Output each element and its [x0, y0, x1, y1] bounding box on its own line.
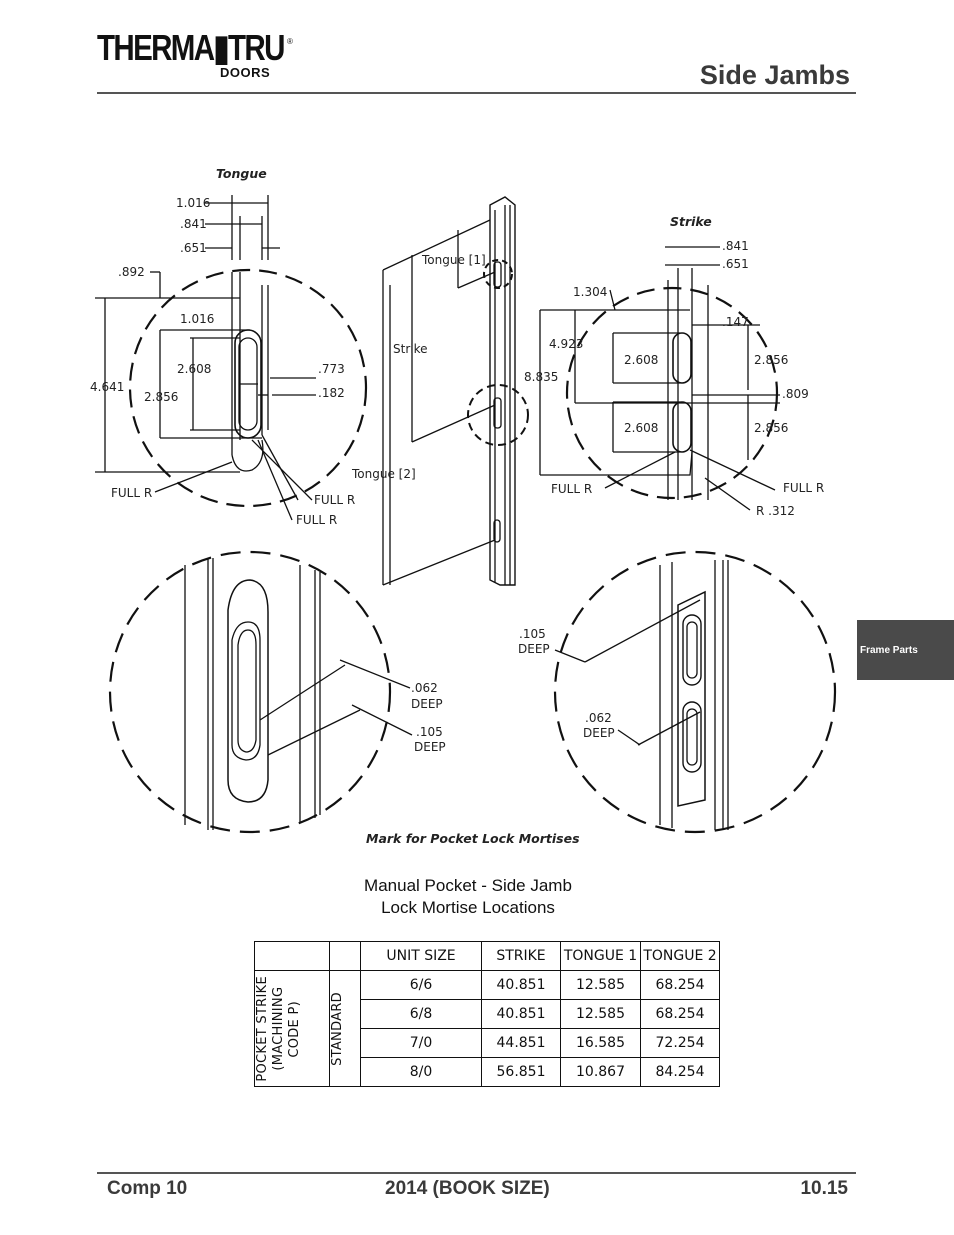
table-caption-line2: Lock Mortise Locations: [381, 898, 555, 917]
tongue-detail-circle: [128, 268, 368, 508]
subgroup-label: STANDARD: [330, 991, 345, 1066]
svg-text:4.641: 4.641: [90, 380, 124, 394]
strike-slot-upper: [672, 332, 692, 384]
svg-text:DEEP: DEEP: [411, 697, 443, 711]
svg-text:FULL R: FULL R: [314, 493, 355, 507]
svg-text:8.835: 8.835: [524, 370, 558, 384]
svg-text:DEEP: DEEP: [518, 642, 550, 656]
tongue1-cell: 16.585: [560, 1028, 641, 1058]
svg-text:.062: .062: [411, 681, 438, 695]
strike-label: Strike: [670, 214, 712, 229]
side-jamb-drawing: Tongue Strike Mark for Pocket Lock Morti…: [90, 166, 837, 846]
svg-text:R .312: R .312: [756, 504, 795, 518]
unit-size-cell: 6/6: [360, 970, 482, 1000]
mortise-caption: Mark for Pocket Lock Mortises: [366, 831, 580, 846]
svg-text:1.016: 1.016: [176, 196, 210, 210]
strike-dimensions: .841 .651 1.304 .147 4.923 8.835 2.608 2…: [524, 239, 824, 518]
footer-center: 2014 (BOOK SIZE): [385, 1178, 550, 1199]
svg-text:2.608: 2.608: [177, 362, 211, 376]
subgroup-label-cell: STANDARD: [329, 970, 361, 1087]
svg-text:.809: .809: [782, 387, 809, 401]
brand-logo: THERMA▮TRU: [97, 27, 285, 68]
mortise-locations-table: UNIT SIZE STRIKE TONGUE 1 TONGUE 2 POCKE…: [254, 941, 720, 1087]
svg-text:2.856: 2.856: [754, 421, 788, 435]
header-cell: TONGUE 2: [640, 941, 720, 971]
header-cell: TONGUE 1: [560, 941, 641, 971]
svg-text:4.923: 4.923: [549, 337, 583, 351]
svg-text:FULL R: FULL R: [111, 486, 152, 500]
unit-size-cell: 7/0: [360, 1028, 482, 1058]
group-label-cell: POCKET STRIKE (MACHINING CODE P): [254, 970, 330, 1087]
svg-text:.651: .651: [722, 257, 749, 271]
tongue-label: Tongue: [216, 166, 267, 181]
page-title: Side Jambs: [699, 60, 850, 90]
svg-text:.651: .651: [180, 241, 207, 255]
tongue1-cell: 12.585: [560, 970, 641, 1000]
svg-text:Strike: Strike: [393, 342, 428, 356]
svg-text:.773: .773: [318, 362, 345, 376]
strike-detail-circle: [565, 286, 779, 500]
tongue-dimensions: 1.016 .841 .651 .892 1.016 4.641 2.608 2…: [90, 196, 355, 527]
unit-size-cell: 8/0: [360, 1057, 482, 1087]
svg-text:.105: .105: [519, 627, 546, 641]
registered-mark: ®: [287, 37, 293, 46]
strike-cell: 56.851: [481, 1057, 561, 1087]
table-row: 7/0 44.851 16.585 72.254: [255, 1028, 720, 1058]
svg-text:Tongue [2]: Tongue [2]: [351, 467, 416, 481]
svg-text:1.304: 1.304: [573, 285, 607, 299]
svg-text:.892: .892: [118, 265, 145, 279]
tongue2-cell: 68.254: [640, 970, 720, 1000]
footer-divider: [97, 1172, 856, 1174]
header-cell: UNIT SIZE: [360, 941, 482, 971]
table-caption-line1: Manual Pocket - Side Jamb: [364, 876, 572, 895]
jamb-dimensions: Tongue [1] Strike Tongue [2]: [351, 253, 486, 481]
svg-text:.062: .062: [585, 711, 612, 725]
side-jamb-profile: [489, 196, 516, 586]
svg-text:Tongue [1]: Tongue [1]: [421, 253, 486, 267]
footer-left: Comp 10: [107, 1178, 188, 1199]
strike-cell: 40.851: [481, 999, 561, 1029]
svg-text:DEEP: DEEP: [414, 740, 446, 754]
svg-text:2.856: 2.856: [754, 353, 788, 367]
svg-text:2.856: 2.856: [144, 390, 178, 404]
svg-text:2.608: 2.608: [624, 421, 658, 435]
strike-cell: 40.851: [481, 970, 561, 1000]
svg-text:FULL R: FULL R: [551, 482, 592, 496]
header-blank: [254, 941, 330, 971]
svg-text:FULL R: FULL R: [296, 513, 337, 527]
strike-cell: 44.851: [481, 1028, 561, 1058]
tongue2-cell: 84.254: [640, 1057, 720, 1087]
section-tab-label: Frame Parts: [860, 644, 918, 656]
tongue1-cell: 10.867: [560, 1057, 641, 1087]
table-row: 8/0 56.851 10.867 84.254: [255, 1057, 720, 1087]
header-blank: [329, 941, 361, 971]
table-header-row: UNIT SIZE STRIKE TONGUE 1 TONGUE 2: [254, 941, 720, 971]
svg-text:.182: .182: [318, 386, 345, 400]
svg-text:1.016: 1.016: [180, 312, 214, 326]
section-tab-frame-parts[interactable]: Frame Parts: [857, 620, 954, 680]
svg-text:.105: .105: [416, 725, 443, 739]
svg-text:.841: .841: [722, 239, 749, 253]
page-number: 10.15: [800, 1178, 848, 1199]
mortise-depth-dimensions: .062 DEEP .105 DEEP .105 DEEP .062 DEEP: [411, 627, 615, 754]
strike-mortise-detail-circle: [553, 550, 837, 834]
brand-logo-subtitle: DOORS: [220, 65, 271, 80]
tongue1-cell: 12.585: [560, 999, 641, 1029]
tongue-mortise-detail-circle: [108, 550, 392, 834]
unit-size-cell: 6/8: [360, 999, 482, 1029]
header-cell: STRIKE: [481, 941, 561, 971]
table-row: POCKET STRIKE (MACHINING CODE P) STANDAR…: [254, 970, 720, 1087]
tongue2-cell: 68.254: [640, 999, 720, 1029]
svg-text:FULL R: FULL R: [783, 481, 824, 495]
group-label: POCKET STRIKE (MACHINING CODE P): [255, 975, 302, 1082]
header-divider: [97, 92, 856, 94]
svg-text:DEEP: DEEP: [583, 726, 615, 740]
svg-text:2.608: 2.608: [624, 353, 658, 367]
tongue2-cell: 72.254: [640, 1028, 720, 1058]
svg-text:.841: .841: [180, 217, 207, 231]
svg-text:.147: .147: [722, 315, 749, 329]
strike-slot-lower: [672, 401, 692, 453]
